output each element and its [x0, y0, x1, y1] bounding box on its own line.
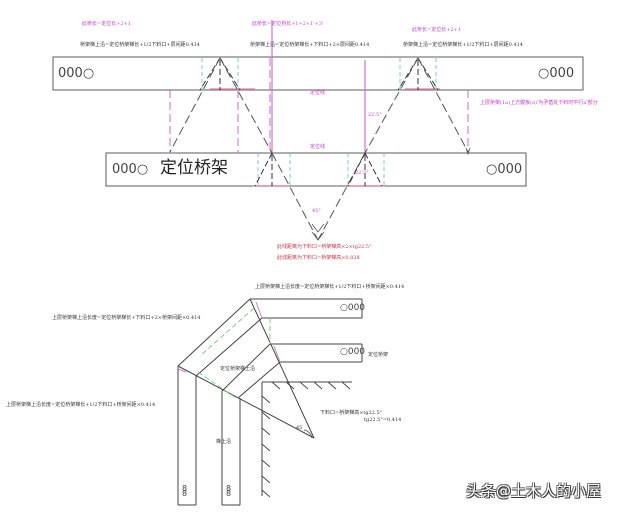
top-length-label-left: 此桥长=定位长+2+1: [82, 21, 131, 27]
positioning-top-edge-label: 定位桥架梯上沿: [220, 366, 256, 372]
elbow-label-low-left: 上层桥架梯上沿长度=定位桥架梯长+1/2下料口+桥架间距×0.414: [6, 402, 156, 408]
rung-length-label-right: 桥架梯上沿=定位桥架梯长+1/2下料口+层间距0.414: [403, 42, 523, 48]
upper-tray-right-holes: ○000: [538, 66, 575, 81]
rung-length-label-left: 桥架梯上沿=定位桥架梯长+1/2下料口+层间距0.414: [80, 42, 200, 48]
elbow-angle-label: 45: [296, 425, 303, 431]
watermark: 头条@土木人的小屋: [466, 482, 602, 500]
upper-tray-left-holes: 000○: [58, 66, 95, 81]
positioning-tray-outline: [105, 152, 527, 187]
top-length-label-right: 此桥长=定位长+2+1: [412, 27, 461, 33]
positioning-tray-right-holes: ○000: [486, 162, 523, 177]
positioning-line-label-lower: 定位线: [310, 144, 326, 150]
elbow-label-mid-left: 上层桥架梯上沿长度=定位桥架梯长+下料口+2×桥架间距×0.414: [52, 315, 201, 321]
angle-label-upper: 22.5°: [368, 112, 382, 118]
elbow-label-top: 上层桥架梯上沿长度=定位桥架梯长+1/2下料口+桥架间距×0.414: [255, 284, 405, 290]
cutout-formula-bottom-1: 下料口=桥架梯高×tg22.5°: [320, 410, 383, 416]
angle-label-lower: 22.5°: [355, 170, 369, 176]
upper-tray-outline: [52, 56, 584, 91]
positioning-tray-label: 定位桥架: [160, 158, 228, 178]
elbow-positioning-tray-holes: ○000: [340, 347, 366, 357]
cutout-formula-2: 此线距离为下料口=桥架梯高×0.828: [277, 255, 360, 261]
top-length-label-middle: 此桥长=定位桥长+1+2+1'+3': [252, 21, 324, 27]
positioning-tray-left-holes: 000○: [112, 162, 149, 177]
angle-label-bottom: 45°: [312, 208, 321, 214]
rung-top-label: 梯上沿: [216, 439, 232, 445]
rung-length-label-middle: 桥架梯上沿=定位桥架梯长+下料口+2×层间距0.414: [250, 42, 370, 48]
side-note: 上层桥架(1a)上方腹板(a)'为矛盾处下料时平行a'部分: [480, 100, 598, 106]
positioning-line-label-upper: 定位线: [310, 90, 326, 96]
elbow-upper-tray-holes: ○000: [340, 303, 366, 313]
cutout-formula-1: 此线距离为下料口=桥架梯高×2×tg22.5°: [277, 244, 372, 250]
cutout-formula-bottom-2: tg22.5°=0.414: [364, 417, 402, 423]
positioning-tray-label-bottom: 定位桥架: [368, 352, 389, 358]
